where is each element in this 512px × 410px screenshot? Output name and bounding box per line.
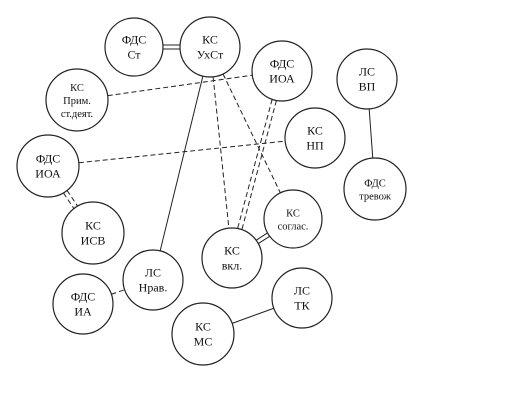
node-label-line: УхСт [197,48,224,62]
node-circle [61,201,125,265]
node-label-line: Прим. [63,96,91,107]
edge-fds-ia-to-ls-nrav-line [111,289,125,295]
node-label-line: Нрав. [139,281,168,295]
node-label-line: КС [224,244,240,258]
node-label-line: ФДС [71,290,96,304]
node-circle [201,227,263,289]
edge-fds-ioa-top-to-ks-vkl-line-b [237,99,273,229]
edge-ks-uxst-to-ls-nrav [159,76,204,251]
node-label-line: ЛС [145,266,161,280]
edge-fds-ioa-left-to-ks-np [78,140,286,164]
node-label-line: ЛС [294,284,310,298]
node-circle [45,68,109,132]
node-label-line: ИОА [269,72,295,86]
node-circle [263,189,323,249]
node-label-line: ФДС [364,179,386,190]
edge-ks-prim-to-fds-ioa-top [107,74,253,97]
edge-ks-ms-to-ls-tk [231,307,274,324]
edge-ks-uxst-to-ks-soglas [222,73,281,194]
edge-fds-ioa-left-to-ks-isv [63,190,78,209]
node-label-line: тревож [359,192,392,203]
edge-fds-st-to-ks-uxst [163,44,180,50]
node-circle [271,267,333,329]
node-circle [251,40,313,102]
node-circle [104,17,164,77]
edge-ks-soglas-to-ks-vkl-line-b [255,232,268,241]
edge-ks-soglas-to-ks-vkl [255,232,270,244]
edge-ks-prim-to-fds-ioa-top-line [107,74,253,97]
node-label-line: ФДС [122,33,147,47]
node-label-line: КС [70,83,84,94]
node-circle [52,273,114,335]
node-label-line: НП [306,139,324,153]
edge-ls-vp-to-fds-trevozh [368,108,374,159]
node-circle [171,302,235,366]
node-fds-trevozh: ФДС тревож [343,157,407,221]
node-label-line: КС [307,124,323,138]
node-label-line: ИА [74,305,92,319]
node-circle [16,134,80,198]
node-label-line: КС [85,219,101,233]
node-label-line: КС [286,209,300,220]
edge-fds-ioa-top-to-ks-vkl-line-a [241,100,277,230]
node-circle [122,249,184,311]
edge-ks-uxst-to-ks-vkl [212,76,230,229]
edge-fds-ia-to-ls-nrav [111,289,125,295]
edge-ks-uxst-to-ls-nrav-line [159,76,204,251]
edge-ks-uxst-to-ks-soglas-line [222,73,281,194]
node-label-line: КС [195,320,211,334]
node-label-line: ИОА [35,167,61,181]
edge-ks-ms-to-ls-tk-line [231,307,274,324]
node-label-line: ФДС [270,57,295,71]
node-ks-prim: КС Прим. ст.деят. [45,68,109,132]
node-label-line: МС [194,335,213,349]
edge-fds-ioa-left-to-ks-np-line [78,140,286,164]
edge-fds-ioa-left-to-ks-isv-line-a [66,190,78,207]
node-label-line: ЛС [359,65,375,79]
edge-fds-ioa-left-to-ks-isv-line-b [63,192,75,209]
node-label-line: ВП [359,80,376,94]
node-circle [336,48,398,110]
node-label-line: Ст [127,48,141,62]
node-label-line: ИСВ [81,234,106,248]
edge-ks-uxst-to-ks-vkl-line [212,76,230,229]
edge-ks-soglas-to-ks-vkl-line-a [258,235,270,244]
node-circle [179,16,241,78]
node-circle [343,157,407,221]
node-label-line: КС [202,33,218,47]
node-label-line: ТК [294,299,310,313]
node-label-line: ст.деят. [61,109,93,120]
edge-ls-vp-to-fds-trevozh-line [368,108,374,159]
node-label-line: ФДС [36,152,61,166]
node-circle [284,107,346,169]
node-ks-soglas: КС соглас. [263,189,323,249]
node-label-line: соглас. [278,222,309,233]
node-label-line: вкл. [222,259,242,273]
edge-fds-ioa-top-to-ks-vkl [237,99,277,230]
edges-layer [63,44,374,324]
